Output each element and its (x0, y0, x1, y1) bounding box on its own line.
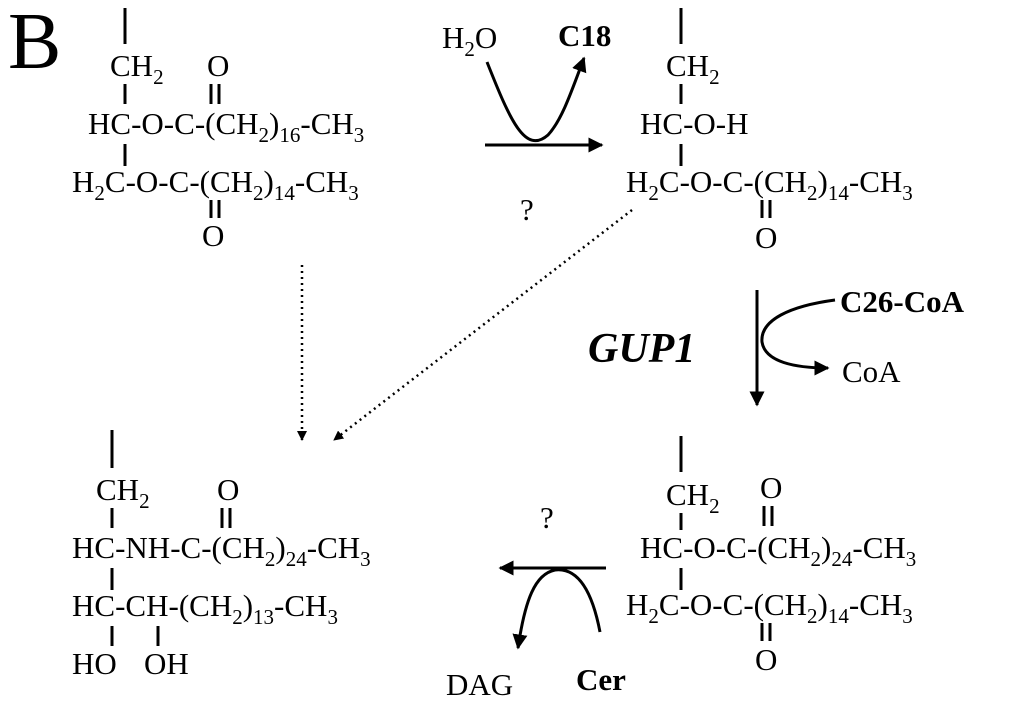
carbonyl-oxygen: O (202, 218, 224, 253)
unknown-enzyme-top: ? (520, 192, 534, 227)
carbonyl-oxygen: O (760, 470, 782, 505)
cer-label: Cer (576, 662, 626, 697)
dag-label: DAG (446, 667, 513, 702)
molecule-diacylglycerol: CH2 O HC-O-C-(CH2)16-CH3 H2C-O-C-(CH2)14… (72, 8, 364, 253)
released-acyl-label: C18 (558, 18, 611, 53)
amide-chain-row: HC-NH-C-(CH2)24-CH3 (72, 530, 371, 571)
unknown-enzyme-bottom: ? (540, 500, 554, 535)
acyl-donor-label: C26-CoA (840, 284, 965, 319)
carbonyl-oxygen: O (755, 642, 777, 677)
ch2-group: CH2 (666, 477, 720, 518)
hydrolysis-curve-arrow (485, 56, 587, 143)
sphingoid-chain-row: HC-CH-(CH2)13-CH3 (72, 588, 338, 629)
carbonyl-oxygen: O (755, 220, 777, 255)
ch2-group: CH2 (110, 48, 164, 89)
ch2-group: CH2 (96, 472, 150, 513)
ceramide-curve-arrow (512, 568, 602, 650)
hydroxyl-row: HC-O-H (640, 106, 749, 141)
acyl-chain-row: HC-O-C-(CH2)24-CH3 (640, 530, 916, 571)
reaction-ceramide-transfer: ? DAG Cer (446, 500, 626, 702)
acyl-chain-row: H2C-O-C-(CH2)14-CH3 (626, 164, 913, 205)
reaction-hydrolysis: H2O C18 ? (442, 18, 611, 227)
molecule-ceramide: CH2 O HC-NH-C-(CH2)24-CH3 HC-CH-(CH2)13-… (72, 430, 371, 681)
hydroxyl-oh: OH (144, 646, 189, 681)
coa-label: CoA (842, 354, 901, 389)
carbonyl-oxygen: O (207, 48, 229, 83)
acyl-chain-row: H2C-O-C-(CH2)14-CH3 (72, 164, 359, 205)
reaction-gup1: C26-CoA CoA GUP1 (588, 284, 965, 407)
gene-label: GUP1 (588, 326, 695, 372)
dotted-arrow-lyso (333, 209, 633, 441)
acyl-transfer-curve (760, 298, 836, 376)
acyl-chain-row: HC-O-C-(CH2)16-CH3 (88, 106, 364, 147)
molecule-lysolipid: CH2 HC-O-H H2C-O-C-(CH2)14-CH3 O (626, 8, 913, 255)
carbonyl-oxygen: O (217, 472, 239, 507)
molecule-c26-diacylglycerol: CH2 O HC-O-C-(CH2)24-CH3 H2C-O-C-(CH2)14… (626, 436, 916, 677)
panel-label: B (8, 0, 61, 86)
ch2-group: CH2 (666, 48, 720, 89)
water-label: H2O (442, 20, 497, 61)
acyl-chain-row: H2C-O-C-(CH2)14-CH3 (626, 587, 913, 628)
hydroxyl-ho: HO (72, 646, 117, 681)
